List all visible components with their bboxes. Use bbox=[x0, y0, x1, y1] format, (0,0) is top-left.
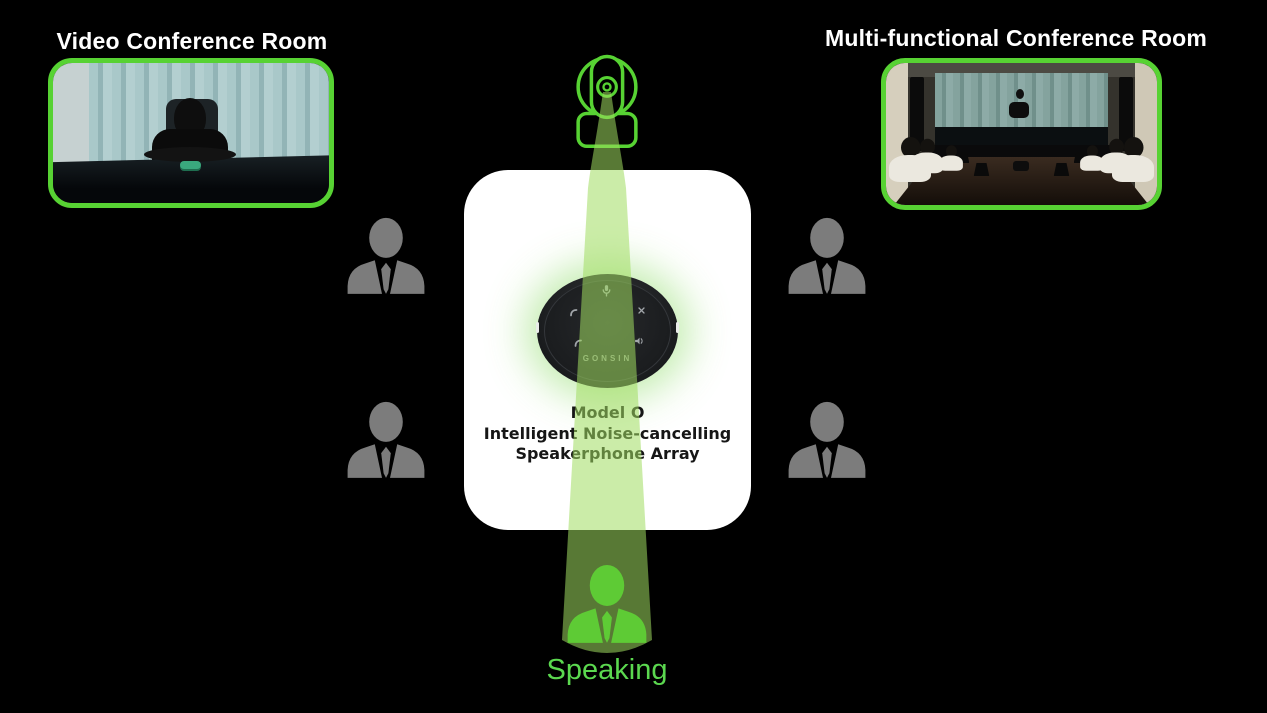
device-side-slot bbox=[676, 322, 679, 333]
video-preview-left bbox=[48, 58, 334, 208]
ptz-camera-icon bbox=[576, 54, 638, 148]
attendee-silhouette-right-top bbox=[788, 217, 866, 294]
stage-band bbox=[929, 145, 1114, 157]
tablet-stand bbox=[1073, 152, 1087, 164]
screen-presenter-body bbox=[1009, 101, 1030, 118]
volume-icon bbox=[635, 337, 643, 345]
product-label-line1: Model O bbox=[570, 403, 645, 422]
pillar-left bbox=[886, 63, 908, 205]
tablet-stand bbox=[974, 162, 990, 176]
attendee bbox=[910, 138, 944, 174]
wall bbox=[53, 63, 95, 164]
mute-icon bbox=[638, 307, 645, 314]
tablet-stand bbox=[956, 152, 970, 164]
phone-call-icon bbox=[574, 339, 582, 347]
pillar-right bbox=[1135, 63, 1157, 205]
device-side-slot bbox=[536, 322, 539, 333]
phone-icon bbox=[570, 309, 578, 317]
video-conference-room-title: Video Conference Room bbox=[56, 28, 328, 54]
speaking-attendee-silhouette bbox=[567, 564, 647, 643]
screen-table bbox=[934, 126, 1109, 146]
microphone-icon bbox=[602, 285, 611, 297]
speaker-column-right bbox=[1119, 77, 1133, 152]
presenter-arms bbox=[144, 147, 237, 162]
speakerphone-device: GONSIN bbox=[536, 274, 679, 388]
attendee-silhouette-right-bottom bbox=[788, 401, 866, 478]
brand-label: GONSIN bbox=[582, 353, 633, 363]
tablet-stand bbox=[1053, 162, 1069, 176]
product-label-line2: Intelligent Noise-cancelling bbox=[483, 423, 732, 443]
screen-presenter-head bbox=[1016, 88, 1025, 99]
table-speakerphone bbox=[1013, 160, 1030, 171]
attendee bbox=[1079, 144, 1104, 171]
product-label: Model O Intelligent Noise-cancelling Spe… bbox=[464, 403, 751, 465]
attendee-silhouette-left-bottom bbox=[347, 401, 425, 478]
video-preview-right bbox=[881, 58, 1162, 210]
speaker-column-left bbox=[910, 77, 924, 152]
attendee bbox=[939, 144, 964, 171]
display-screen bbox=[934, 72, 1109, 146]
tabletop-device bbox=[179, 161, 201, 169]
attendee bbox=[1099, 138, 1133, 174]
speaking-label: Speaking bbox=[546, 654, 668, 686]
attendee-silhouette-left-top bbox=[347, 217, 425, 294]
multi-functional-room-title: Multi-functional Conference Room bbox=[824, 25, 1208, 51]
product-label-line3: Speakerphone Array bbox=[515, 444, 700, 463]
